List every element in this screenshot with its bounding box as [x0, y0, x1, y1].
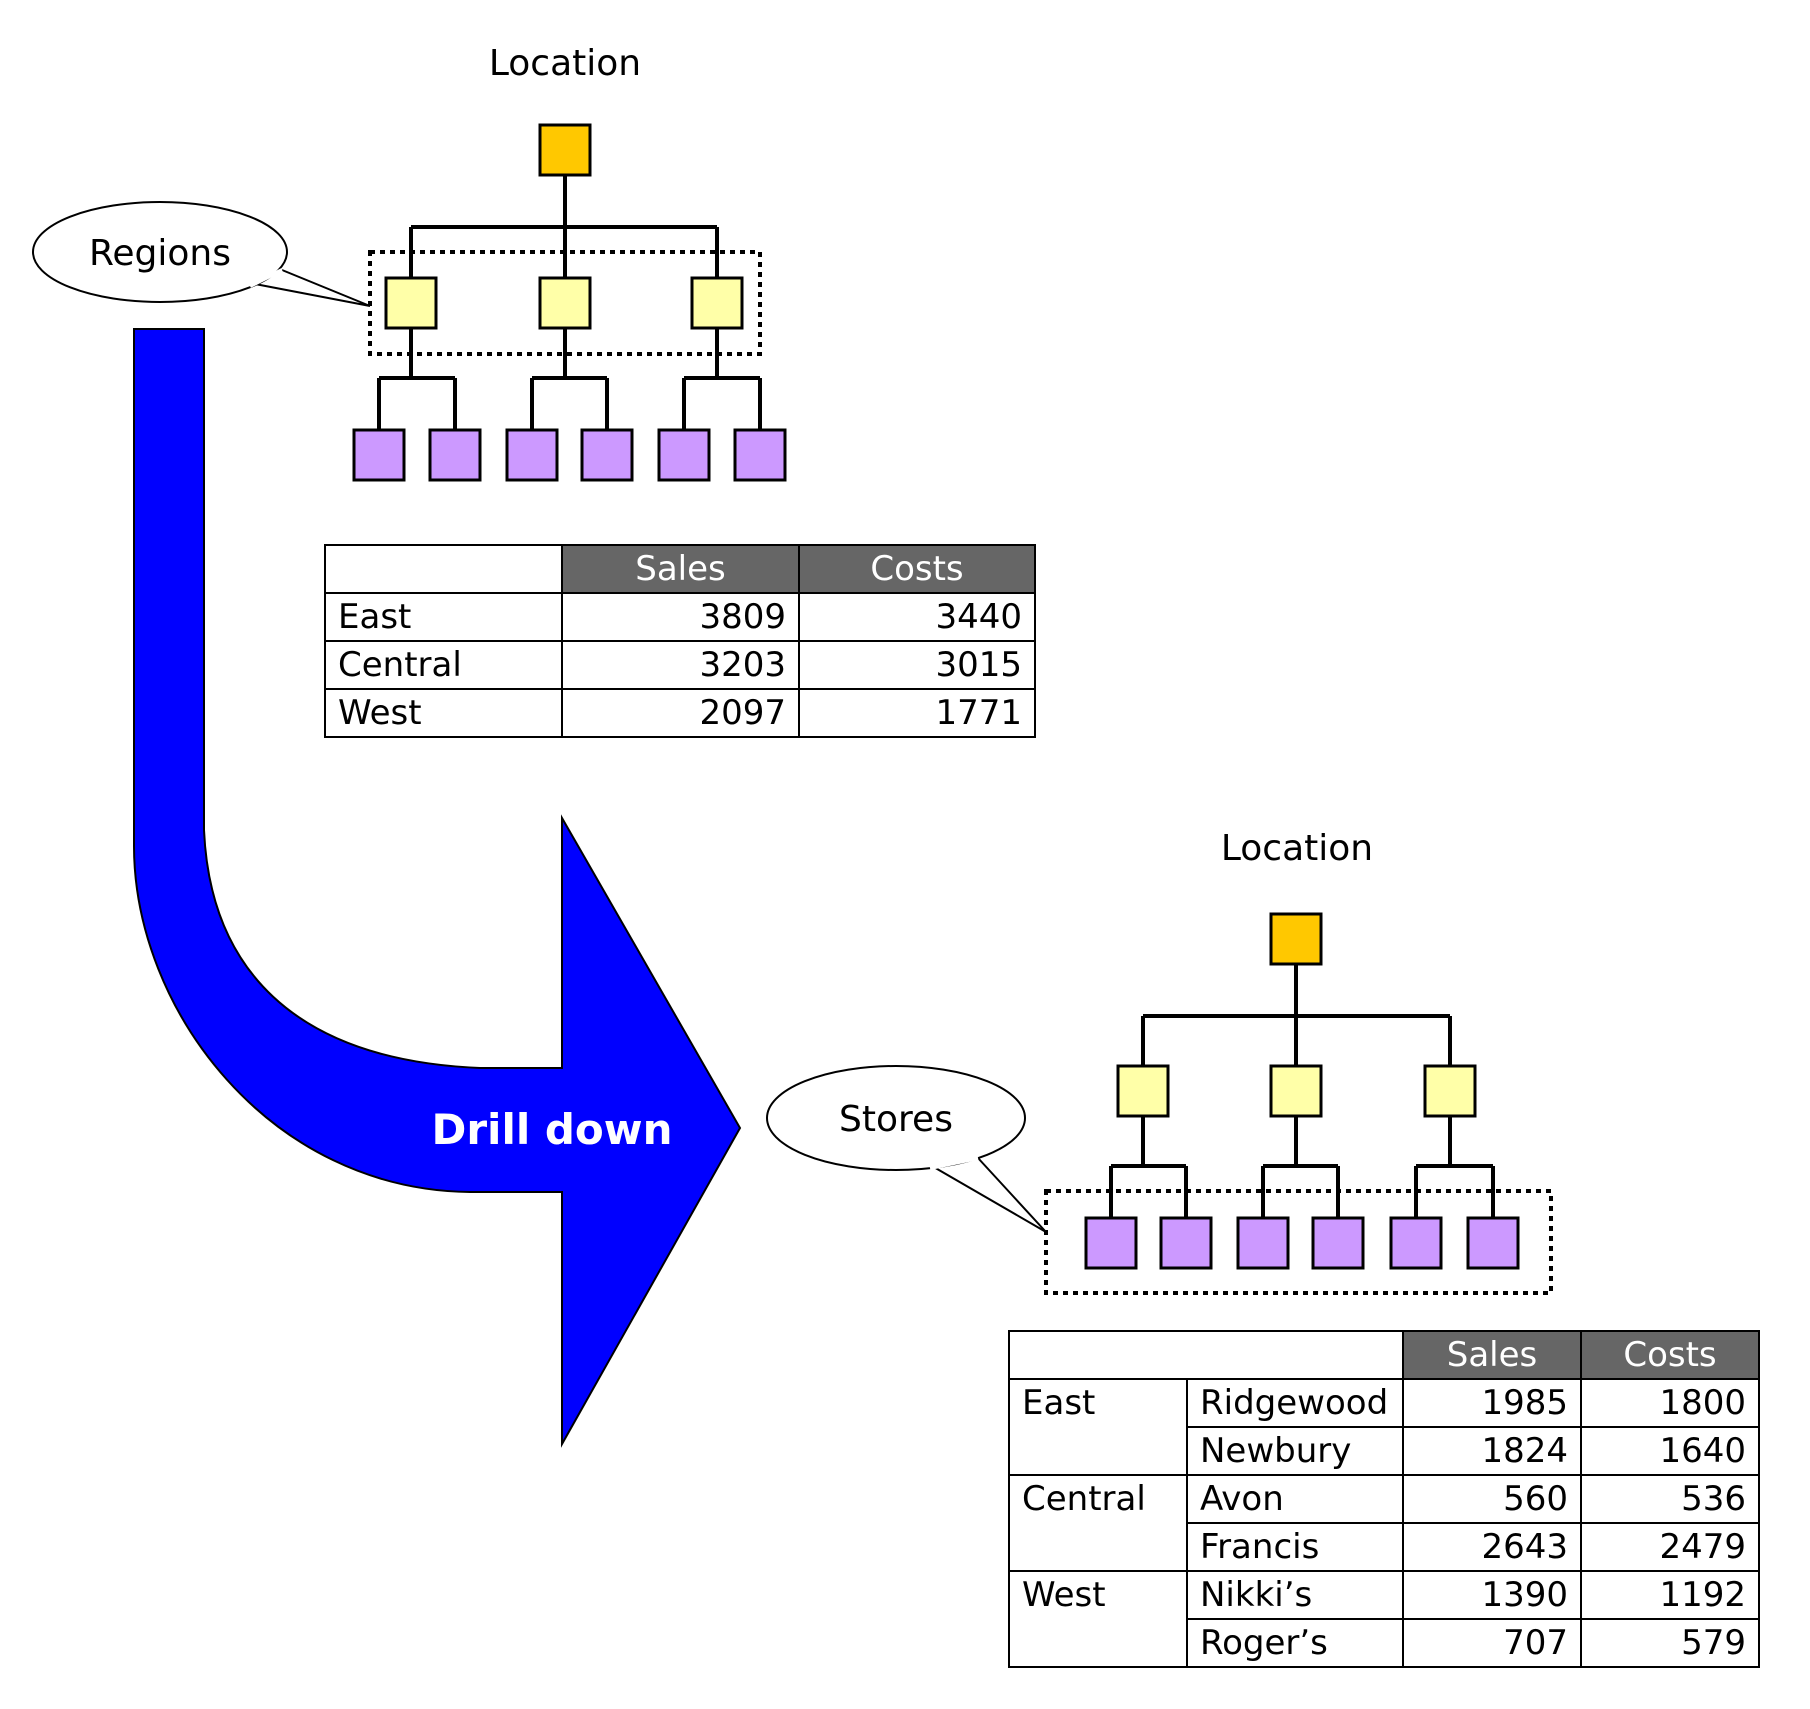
bottom-store-node: [1236, 1216, 1290, 1270]
region-cell: East: [324, 592, 563, 642]
top-location-title: Location: [489, 43, 641, 84]
sales-cell: 1390: [1402, 1570, 1582, 1620]
costs-cell: 1771: [798, 688, 1036, 738]
costs-cell: 2479: [1580, 1522, 1760, 1572]
stores-table: Sales Costs East Ridgewood 1985 1800 New…: [1008, 1330, 1760, 1668]
top-region-node-central: [538, 276, 592, 330]
bottom-hierarchy-tree: [1109, 964, 1495, 1218]
store-cell: Ridgewood: [1186, 1378, 1404, 1428]
regions-table: Sales Costs East 3809 3440 Central 3203 …: [324, 544, 1036, 738]
region-cell: East: [1008, 1378, 1188, 1476]
sales-cell: 560: [1402, 1474, 1582, 1524]
table-header-row: Sales Costs: [324, 544, 1036, 594]
top-store-node: [428, 428, 482, 482]
bottom-store-node: [1159, 1216, 1213, 1270]
region-cell: Central: [1008, 1474, 1188, 1572]
sales-cell: 3809: [561, 592, 800, 642]
top-store-node: [657, 428, 711, 482]
store-cell: Avon: [1186, 1474, 1404, 1524]
header-blank-cell: [1008, 1330, 1404, 1380]
store-cell: Nikki’s: [1186, 1570, 1404, 1620]
top-root-node: [538, 123, 592, 177]
table-row: Roger’s 707 579: [1009, 1618, 1760, 1668]
bottom-store-node: [1084, 1216, 1138, 1270]
bottom-root-node: [1269, 912, 1323, 966]
costs-cell: 1800: [1580, 1378, 1760, 1428]
sales-cell: 707: [1402, 1618, 1582, 1668]
top-region-node-west: [690, 276, 744, 330]
costs-cell: 1192: [1580, 1570, 1760, 1620]
top-store-node: [505, 428, 559, 482]
bottom-location-title: Location: [1221, 828, 1373, 869]
stores-callout: Stores: [766, 1065, 1047, 1233]
bottom-region-node-west: [1423, 1064, 1477, 1118]
table-row: Francis 2643 2479: [1009, 1522, 1760, 1572]
table-row: Central Avon 560 536: [1008, 1474, 1760, 1572]
bottom-region-node-central: [1269, 1064, 1323, 1118]
costs-cell: 579: [1580, 1618, 1760, 1668]
regions-callout: Regions: [32, 201, 371, 307]
bottom-region-node-east: [1116, 1064, 1170, 1118]
header-sales: Sales: [561, 544, 800, 594]
table-row: East 3809 3440: [324, 592, 1036, 642]
top-store-node: [580, 428, 634, 482]
header-costs: Costs: [798, 544, 1036, 594]
table-row: West Nikki’s 1390 1192: [1008, 1570, 1760, 1668]
store-cell: Newbury: [1186, 1426, 1404, 1476]
header-costs: Costs: [1580, 1330, 1760, 1380]
top-region-node-east: [384, 276, 438, 330]
bottom-store-node: [1311, 1216, 1365, 1270]
costs-cell: 1640: [1580, 1426, 1760, 1476]
drill-down-arrow: [133, 328, 742, 1448]
drill-down-label: Drill down: [431, 1105, 672, 1154]
sales-cell: 2643: [1402, 1522, 1582, 1572]
bottom-store-node: [1466, 1216, 1520, 1270]
costs-cell: 3015: [798, 640, 1036, 690]
stores-selection-box: [1044, 1189, 1553, 1295]
table-row: West 2097 1771: [324, 688, 1036, 738]
sales-cell: 1824: [1402, 1426, 1582, 1476]
sales-cell: 2097: [561, 688, 800, 738]
table-header-row: Sales Costs: [1008, 1330, 1760, 1380]
regions-callout-label: Regions: [89, 233, 231, 274]
header-blank-cell: [324, 544, 563, 594]
stores-callout-label: Stores: [839, 1099, 953, 1140]
sales-cell: 3203: [561, 640, 800, 690]
regions-selection-box: [368, 250, 762, 356]
costs-cell: 536: [1580, 1474, 1760, 1524]
top-store-node: [352, 428, 406, 482]
costs-cell: 3440: [798, 592, 1036, 642]
table-row: East Ridgewood 1985 1800: [1008, 1378, 1760, 1476]
top-store-node: [733, 428, 787, 482]
bottom-store-node: [1389, 1216, 1443, 1270]
region-cell: West: [324, 688, 563, 738]
region-cell: West: [1008, 1570, 1188, 1668]
table-row: Newbury 1824 1640: [1009, 1426, 1760, 1476]
table-row: Central 3203 3015: [324, 640, 1036, 690]
store-cell: Roger’s: [1186, 1618, 1404, 1668]
sales-cell: 1985: [1402, 1378, 1582, 1428]
region-cell: Central: [324, 640, 563, 690]
store-cell: Francis: [1186, 1522, 1404, 1572]
header-sales: Sales: [1402, 1330, 1582, 1380]
